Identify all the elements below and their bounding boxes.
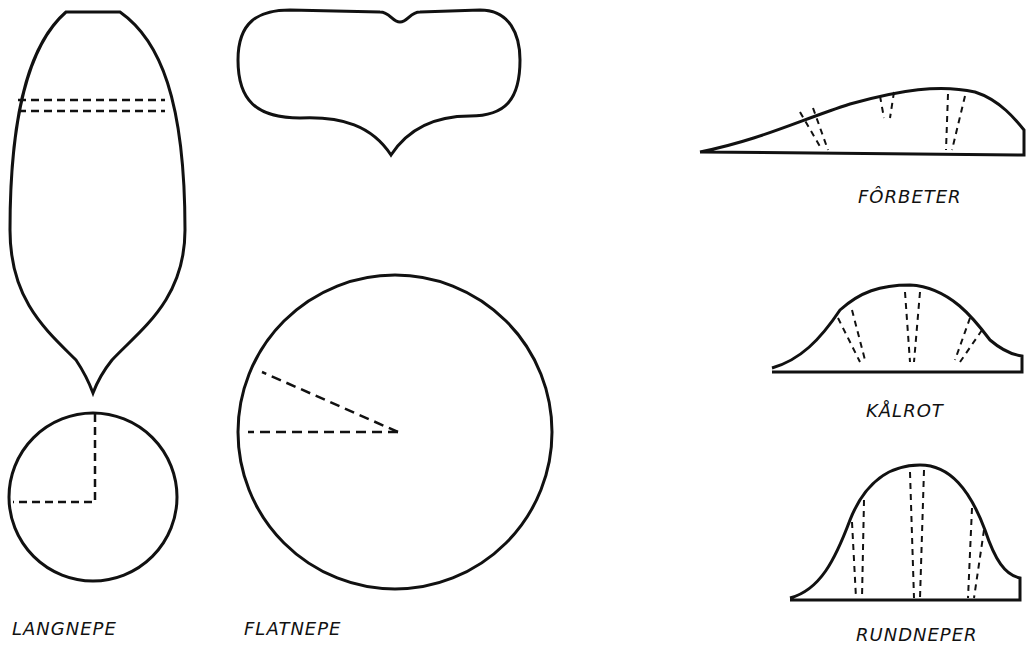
vegetable-label: RUNDNEPER	[856, 624, 978, 645]
cut-line	[18, 99, 165, 102]
langnepe-section	[9, 413, 177, 581]
flatnepe-section	[238, 275, 552, 589]
cut-line	[880, 96, 884, 118]
cut-line	[946, 94, 948, 150]
flatnepe-profile	[238, 10, 520, 155]
cut-line	[960, 330, 982, 362]
langnepe-profile	[10, 12, 185, 393]
cut-line	[262, 372, 398, 432]
cut-line	[968, 508, 972, 598]
cut-line	[18, 110, 165, 113]
cut-line	[952, 96, 965, 150]
cut-line	[852, 310, 865, 360]
vegetable-label: LANGNEPE	[12, 618, 117, 639]
cut-line	[914, 292, 920, 362]
cut-line	[13, 414, 95, 502]
cut-line	[862, 500, 864, 598]
cut-line	[800, 112, 822, 150]
cut-line	[920, 470, 924, 598]
rundneper-profile	[790, 465, 1020, 600]
cut-line	[955, 318, 970, 360]
cut-line	[890, 92, 894, 118]
vegetable-label: KÅLROT	[866, 400, 944, 421]
forbeter-profile	[700, 88, 1024, 155]
cut-line	[905, 292, 910, 362]
cut-line	[813, 108, 828, 150]
kalrot-profile	[772, 285, 1022, 372]
vegetable-label: FÔRBETER	[858, 186, 962, 207]
cut-line	[974, 530, 984, 598]
cut-line	[248, 431, 398, 434]
cut-line	[852, 522, 856, 598]
vegetable-label: FLATNEPE	[244, 618, 341, 639]
cut-line	[910, 472, 914, 598]
